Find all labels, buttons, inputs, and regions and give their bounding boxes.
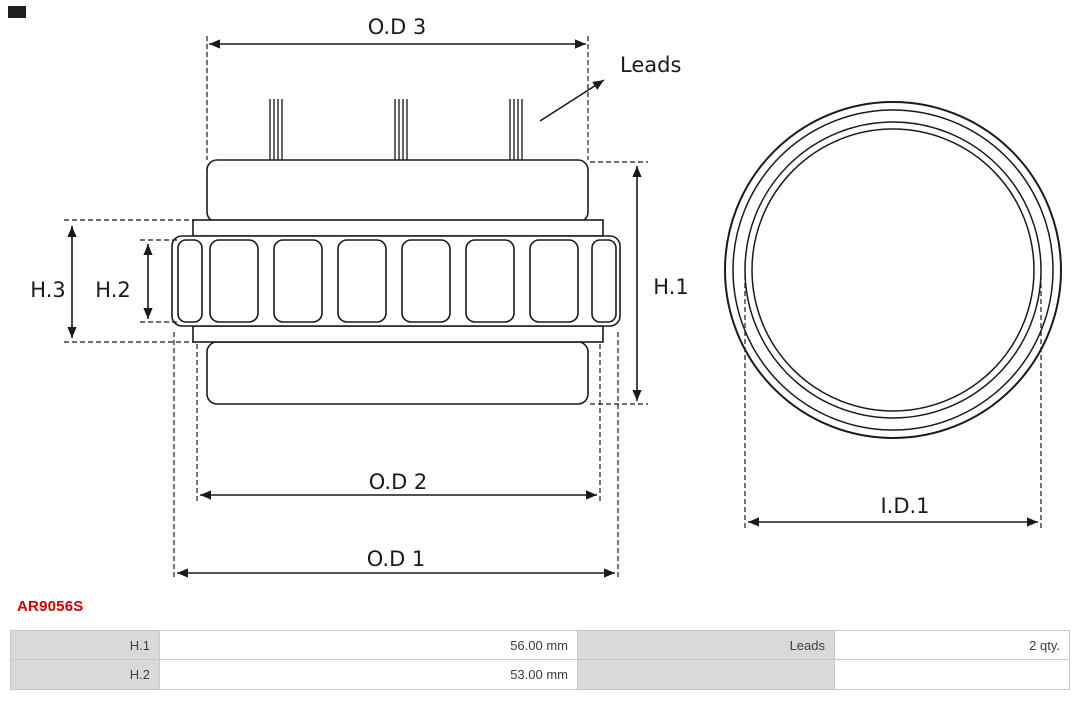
spec-table: H.1 56.00 mm Leads 2 qty. H.2 53.00 mm (10, 630, 1070, 690)
spec-label-cell (578, 660, 835, 690)
part-number: AR9056S (17, 598, 84, 615)
dimension-labels: O.D 3 Leads H.3 H.2 H.1 O.D 2 O.D 1 I.D.… (30, 15, 929, 571)
core-slot (401, 239, 451, 323)
od3-label: O.D 3 (368, 15, 427, 39)
table-row: H.1 56.00 mm Leads 2 qty. (10, 630, 1070, 660)
core-slot (273, 239, 323, 323)
spec-label-cell: Leads (578, 630, 835, 660)
h1-label: H.1 (653, 275, 688, 299)
id1-label: I.D.1 (880, 494, 929, 518)
h2-label: H.2 (95, 278, 130, 302)
spec-value-cell: 2 qty. (835, 630, 1070, 660)
spec-value-cell (835, 660, 1070, 690)
stator-front-view (724, 101, 1062, 439)
h3-label: H.3 (30, 278, 65, 302)
table-row: H.2 53.00 mm (10, 660, 1070, 690)
dimension-lines (67, 39, 1038, 578)
core-slot (591, 239, 617, 323)
bottom-flange (192, 325, 604, 343)
spec-value-cell: 53.00 mm (160, 660, 578, 690)
bottom-coil-end (206, 341, 589, 405)
top-flange (192, 219, 604, 237)
lead-wires (269, 99, 523, 162)
top-coil-end (206, 159, 589, 223)
leads-label: Leads (620, 53, 681, 77)
core-slot (337, 239, 387, 323)
extension-lines (64, 36, 1042, 580)
od1-label: O.D 1 (367, 547, 426, 571)
leads-pointer-arrow (539, 79, 605, 122)
stator-side-view (171, 159, 621, 405)
core-slot (177, 239, 203, 323)
core-slot (465, 239, 515, 323)
core-slot (529, 239, 579, 323)
od2-label: O.D 2 (369, 470, 428, 494)
spec-value-cell: 56.00 mm (160, 630, 578, 660)
spec-label-cell: H.1 (10, 630, 160, 660)
technical-diagram: O.D 3 Leads H.3 H.2 H.1 O.D 2 O.D 1 I.D.… (8, 6, 1062, 580)
logo-mark (8, 6, 26, 18)
core-slot (209, 239, 259, 323)
spec-label-cell: H.2 (10, 660, 160, 690)
